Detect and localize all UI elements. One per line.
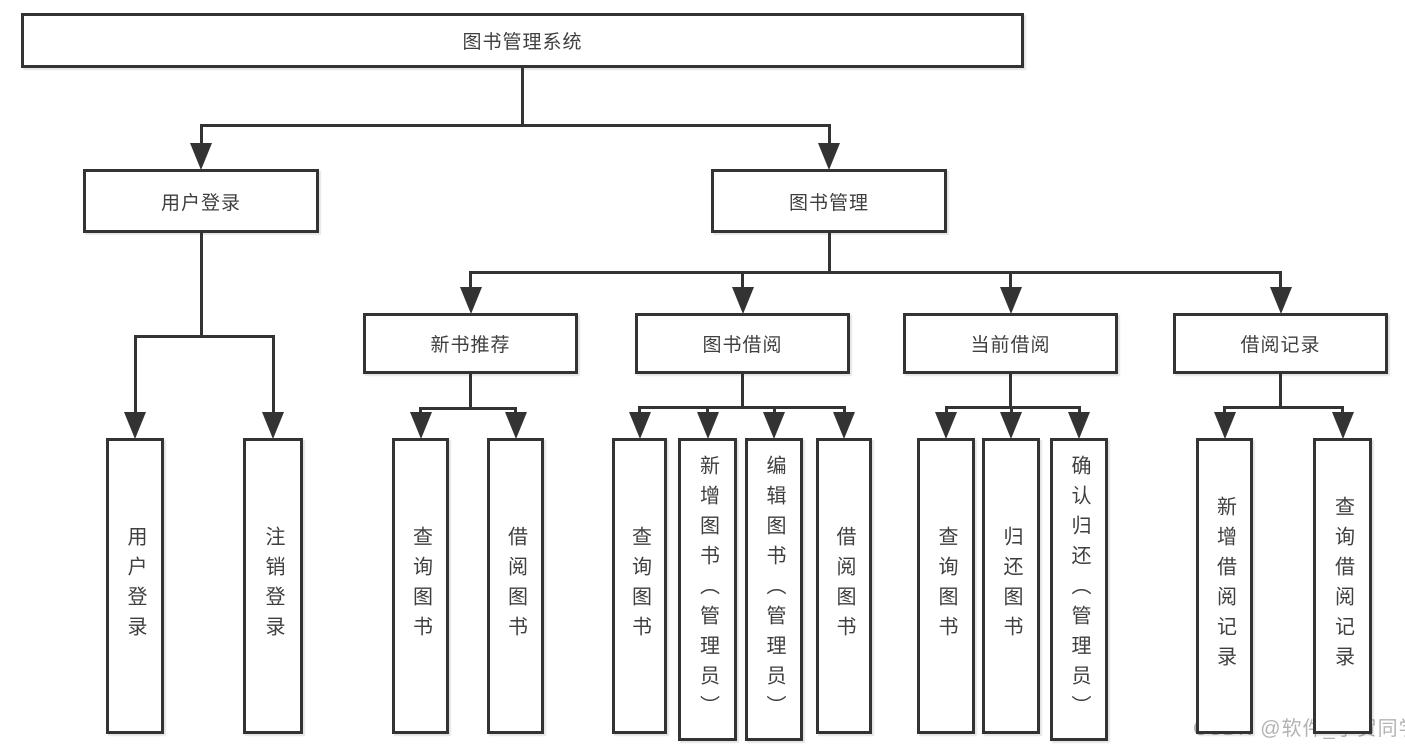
- node-leaf-br-query-record: 查询借阅记录: [1313, 438, 1372, 734]
- edge-stem-new-book-recommend: [469, 373, 472, 409]
- node-leaf-nbr-query-books: 查询图书: [392, 438, 449, 734]
- node-label-root: 图书管理系统: [462, 32, 583, 53]
- node-label-leaf-bb-add-books-admin: 新增图书（管理员）: [696, 454, 719, 725]
- node-label-new-book-recommend: 新书推荐: [430, 335, 511, 356]
- arrow-down-icon-leaf-cb-query-books: [935, 412, 957, 439]
- arrow-down-icon-leaf-user-login: [124, 412, 146, 439]
- node-label-leaf-nbr-borrow-books: 借阅图书: [504, 526, 527, 646]
- arrow-down-icon-new-book-recommend: [459, 287, 482, 314]
- node-borrowing-records: 借阅记录: [1173, 313, 1388, 374]
- arrow-down-icon-leaf-nbr-borrow-books: [504, 412, 527, 439]
- node-leaf-br-add-record: 新增借阅记录: [1196, 438, 1253, 734]
- node-root: 图书管理系统: [21, 13, 1024, 68]
- node-label-book-borrowing: 图书借阅: [702, 335, 783, 356]
- arrow-down-icon-leaf-cb-return-books: [1000, 412, 1022, 439]
- arrow-down-icon-leaf-logout: [262, 412, 284, 439]
- node-user-login: 用户登录: [83, 169, 319, 233]
- node-current-borrowing: 当前借阅: [903, 313, 1118, 374]
- node-leaf-nbr-borrow-books: 借阅图书: [487, 438, 544, 734]
- node-book-management: 图书管理: [711, 169, 947, 233]
- arrow-down-icon-book-borrowing: [731, 287, 754, 314]
- node-label-current-borrowing: 当前借阅: [970, 335, 1051, 356]
- edge-drop-leaf-user-login: [133, 336, 137, 430]
- arrow-down-icon-current-borrowing: [999, 287, 1022, 314]
- arrow-down-icon-user-login: [190, 143, 212, 170]
- node-label-leaf-br-add-record: 新增借阅记录: [1213, 496, 1236, 676]
- node-leaf-logout: 注销登录: [243, 438, 303, 734]
- edge-stem-book-borrowing: [741, 373, 744, 408]
- node-leaf-bb-edit-books-admin: 编辑图书（管理员）: [745, 438, 803, 741]
- edge-bus-root: [199, 123, 831, 127]
- node-leaf-bb-query-books: 查询图书: [612, 438, 667, 734]
- node-book-borrowing: 图书借阅: [635, 313, 850, 374]
- arrow-down-icon-leaf-bb-borrow-books: [833, 412, 855, 439]
- edge-bus-current-borrowing: [944, 405, 1081, 409]
- edge-drop-leaf-logout: [271, 336, 275, 430]
- node-label-leaf-bb-edit-books-admin: 编辑图书（管理员）: [763, 454, 785, 725]
- arrow-down-icon-leaf-br-add-record: [1213, 412, 1236, 439]
- node-new-book-recommend: 新书推荐: [363, 313, 578, 374]
- edge-bus-new-book-recommend: [419, 406, 517, 410]
- arrow-down-icon-book-management: [818, 143, 840, 170]
- arrow-down-icon-leaf-nbr-query-books: [409, 412, 432, 439]
- node-leaf-cb-query-books: 查询图书: [917, 438, 975, 734]
- edge-stem-user-login: [199, 232, 203, 337]
- node-label-leaf-user-login: 用户登录: [124, 526, 146, 646]
- node-leaf-cb-confirm-return-admin: 确认归还（管理员）: [1050, 438, 1108, 741]
- arrow-down-icon-leaf-br-query-record: [1331, 412, 1354, 439]
- node-label-leaf-bb-query-books: 查询图书: [628, 526, 651, 646]
- edge-stem-book-management: [827, 232, 831, 273]
- arrow-down-icon-leaf-bb-edit-books-admin: [763, 412, 785, 439]
- edge-stem-root: [521, 67, 524, 126]
- node-leaf-bb-add-books-admin: 新增图书（管理员）: [678, 438, 737, 741]
- edge-bus-borrowing-records: [1223, 405, 1344, 409]
- node-label-leaf-br-query-record: 查询借阅记录: [1331, 496, 1354, 676]
- arrow-down-icon-leaf-bb-query-books: [628, 412, 651, 439]
- arrow-down-icon-leaf-cb-confirm-return-admin: [1068, 412, 1090, 439]
- node-label-book-management: 图书管理: [788, 192, 869, 214]
- node-label-borrowing-records: 借阅记录: [1240, 335, 1321, 356]
- node-leaf-user-login: 用户登录: [106, 438, 164, 734]
- node-label-leaf-cb-return-books: 归还图书: [1000, 526, 1022, 646]
- arrow-down-icon-borrowing-records: [1269, 287, 1292, 314]
- edge-stem-borrowing-records: [1279, 373, 1282, 408]
- node-label-leaf-cb-query-books: 查询图书: [935, 526, 957, 646]
- node-label-leaf-logout: 注销登录: [262, 526, 284, 646]
- edge-bus-book-borrowing: [638, 405, 846, 409]
- arrow-down-icon-leaf-bb-add-books-admin: [696, 412, 719, 439]
- node-leaf-bb-borrow-books: 借阅图书: [816, 438, 872, 734]
- node-label-leaf-cb-confirm-return-admin: 确认归还（管理员）: [1068, 454, 1090, 725]
- edge-bus-user-login: [133, 334, 275, 338]
- node-label-user-login: 用户登录: [160, 192, 241, 214]
- edge-bus-book-management: [469, 270, 1282, 274]
- edge-stem-current-borrowing: [1009, 373, 1012, 408]
- node-label-leaf-nbr-query-books: 查询图书: [409, 526, 432, 646]
- node-leaf-cb-return-books: 归还图书: [982, 438, 1040, 734]
- node-label-leaf-bb-borrow-books: 借阅图书: [833, 526, 855, 646]
